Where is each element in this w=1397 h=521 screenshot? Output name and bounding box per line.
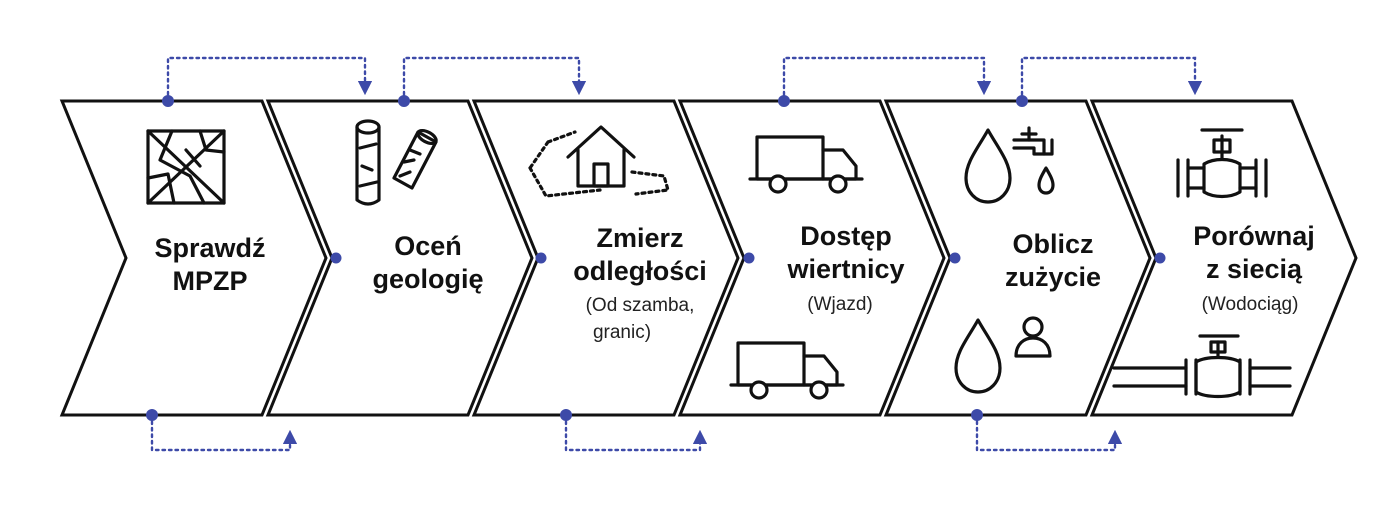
notch-dot xyxy=(1154,252,1166,264)
icon-layer xyxy=(146,119,1292,400)
water-tap-icon xyxy=(964,126,1055,204)
step-3-title-line-1: Zmierz xyxy=(596,223,683,253)
step-6-subtitle-line-1: (Wodociąg) xyxy=(1202,294,1299,315)
step-6-title-line-1: Porównaj xyxy=(1193,221,1315,251)
connector-dot xyxy=(398,95,410,107)
connector-bottom-3 xyxy=(971,409,1123,452)
pipe-valve-icon xyxy=(1112,334,1292,399)
notch-dot xyxy=(535,252,547,264)
truck-icon xyxy=(729,341,845,400)
step-4-title-line-1: Dostęp xyxy=(800,221,892,251)
connector-layer xyxy=(146,56,1203,452)
connector-bottom-1 xyxy=(146,409,298,452)
connector-dot xyxy=(162,95,174,107)
truck-icon xyxy=(748,135,864,194)
chevron-step-1 xyxy=(59,99,328,417)
connector-top-4 xyxy=(1016,56,1203,107)
step-1-title-line-2: MPZP xyxy=(172,266,247,296)
step-4-subtitle-line-1: (Wjazd) xyxy=(807,294,872,315)
label-layer: Sprawdź MPZP Oceń geologię Zmierz odległ… xyxy=(154,221,1314,343)
connector-dot xyxy=(778,95,790,107)
step-3-title-line-2: odległości xyxy=(573,256,707,286)
notch-dot xyxy=(949,252,961,264)
step-5-title-line-1: Oblicz xyxy=(1012,229,1093,259)
zoning-map-icon xyxy=(146,129,226,205)
step-1-title-line-1: Sprawdź xyxy=(154,233,265,263)
connector-top-2 xyxy=(398,56,587,107)
water-person-icon xyxy=(954,316,1052,394)
chevron-layer xyxy=(59,99,1358,417)
step-3-subtitle-line-1: (Od szamba, xyxy=(586,295,695,316)
step-2-title-line-1: Oceń xyxy=(394,231,462,261)
step-5-title-line-2: zużycie xyxy=(1005,262,1101,292)
connector-top-1 xyxy=(162,56,373,107)
notch-dot xyxy=(330,252,342,264)
connector-dot xyxy=(971,409,983,421)
notch-dot xyxy=(743,252,755,264)
step-2-title-line-2: geologię xyxy=(372,264,483,294)
connector-top-3 xyxy=(778,56,992,107)
connector-dot xyxy=(146,409,158,421)
step-3-subtitle-line-2: granic) xyxy=(593,322,651,343)
step-4-title-line-2: wiertnicy xyxy=(786,254,904,284)
connector-dot xyxy=(1016,95,1028,107)
soil-core-samples-icon xyxy=(355,119,438,206)
house-plot-icon xyxy=(528,125,670,198)
connector-dot xyxy=(560,409,572,421)
step-6-title-line-2: z siecią xyxy=(1206,254,1303,284)
pipe-valve-icon xyxy=(1176,128,1268,199)
connector-bottom-2 xyxy=(560,409,708,452)
